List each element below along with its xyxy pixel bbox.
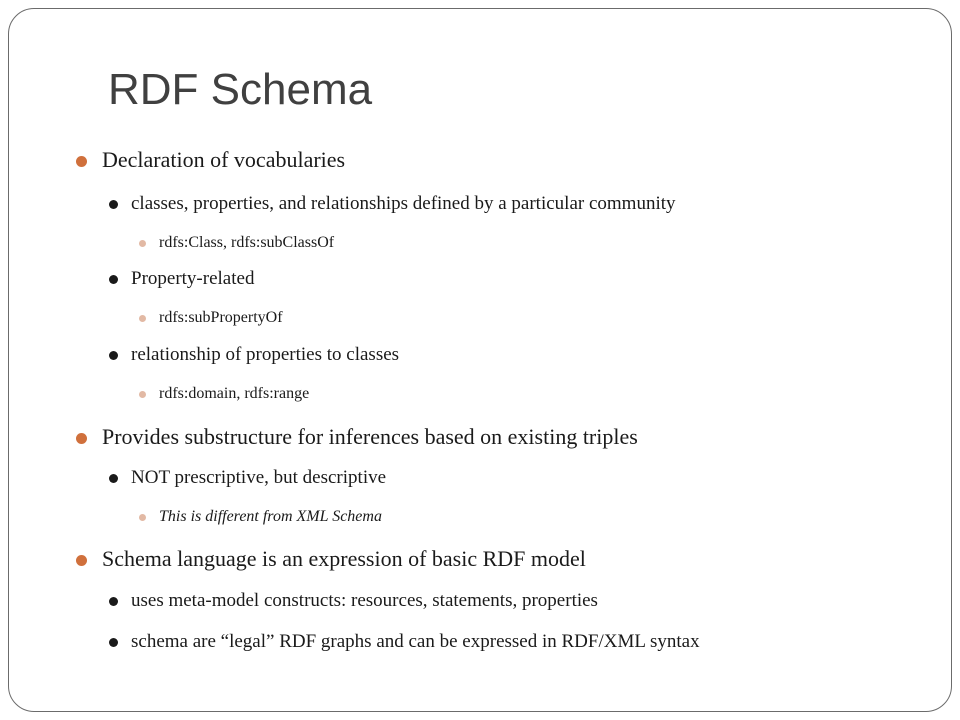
bullet-text: schema are “legal” RDF graphs and can be… — [131, 631, 700, 652]
bullet-text: rdfs:Class, rdfs:subClassOf — [159, 234, 335, 251]
bullet-text: rdfs:subPropertyOf — [159, 309, 283, 326]
bullet-rdfs-subpropertyof: rdfs:subPropertyOf — [139, 307, 919, 329]
bullet-text: uses meta-model constructs: resources, s… — [131, 590, 598, 611]
bullet-schema-are-legal: schema are “legal” RDF graphs and can be… — [109, 627, 851, 657]
bullet-uses-meta-model: uses meta-model constructs: resources, s… — [109, 586, 921, 616]
bullet-provides-substructure: Provides substructure for inferences bas… — [76, 423, 932, 451]
bullet-dot-icon — [139, 514, 146, 521]
bullet-different-from-xml-schema: This is different from XML Schema — [139, 506, 919, 528]
bullet-dot-icon — [139, 240, 146, 247]
bullet-dot-icon — [139, 315, 146, 322]
bullet-text: Declaration of vocabularies — [102, 147, 346, 172]
bullet-text: This is different from XML Schema — [159, 508, 382, 525]
bullet-text: Provides substructure for inferences bas… — [102, 424, 638, 449]
bullet-text: classes, properties, and relationships d… — [131, 193, 676, 214]
bullet-dot-icon — [139, 391, 146, 398]
bullet-dot-icon — [109, 597, 118, 606]
bullet-schema-language: Schema language is an expression of basi… — [76, 545, 932, 573]
bullet-dot-icon — [109, 638, 118, 647]
bullet-text: relationship of properties to classes — [131, 344, 400, 365]
bullet-not-prescriptive: NOT prescriptive, but descriptive — [109, 463, 921, 493]
bullet-classes-properties: classes, properties, and relationships d… — [109, 189, 921, 219]
bullet-relationship-of-properties: relationship of properties to classes — [109, 340, 921, 370]
bullet-declaration-of-vocabularies: Declaration of vocabularies — [76, 146, 932, 174]
slide-frame — [8, 8, 952, 712]
bullet-dot-icon — [76, 156, 87, 167]
bullet-text: Property-related — [131, 268, 255, 289]
bullet-rdfs-domain: rdfs:domain, rdfs:range — [139, 383, 919, 405]
slide-title: RDF Schema — [108, 65, 373, 114]
bullet-dot-icon — [109, 351, 118, 360]
bullet-dot-icon — [109, 200, 118, 209]
bullet-property-related: Property-related — [109, 264, 921, 294]
bullet-dot-icon — [76, 433, 87, 444]
bullet-dot-icon — [109, 275, 118, 284]
bullet-text: rdfs:domain, rdfs:range — [159, 385, 310, 402]
bullet-dot-icon — [109, 474, 118, 483]
bullet-rdfs-class: rdfs:Class, rdfs:subClassOf — [139, 232, 919, 254]
bullet-text: Schema language is an expression of basi… — [102, 546, 586, 571]
bullet-text: NOT prescriptive, but descriptive — [131, 467, 387, 488]
bullet-dot-icon — [76, 555, 87, 566]
